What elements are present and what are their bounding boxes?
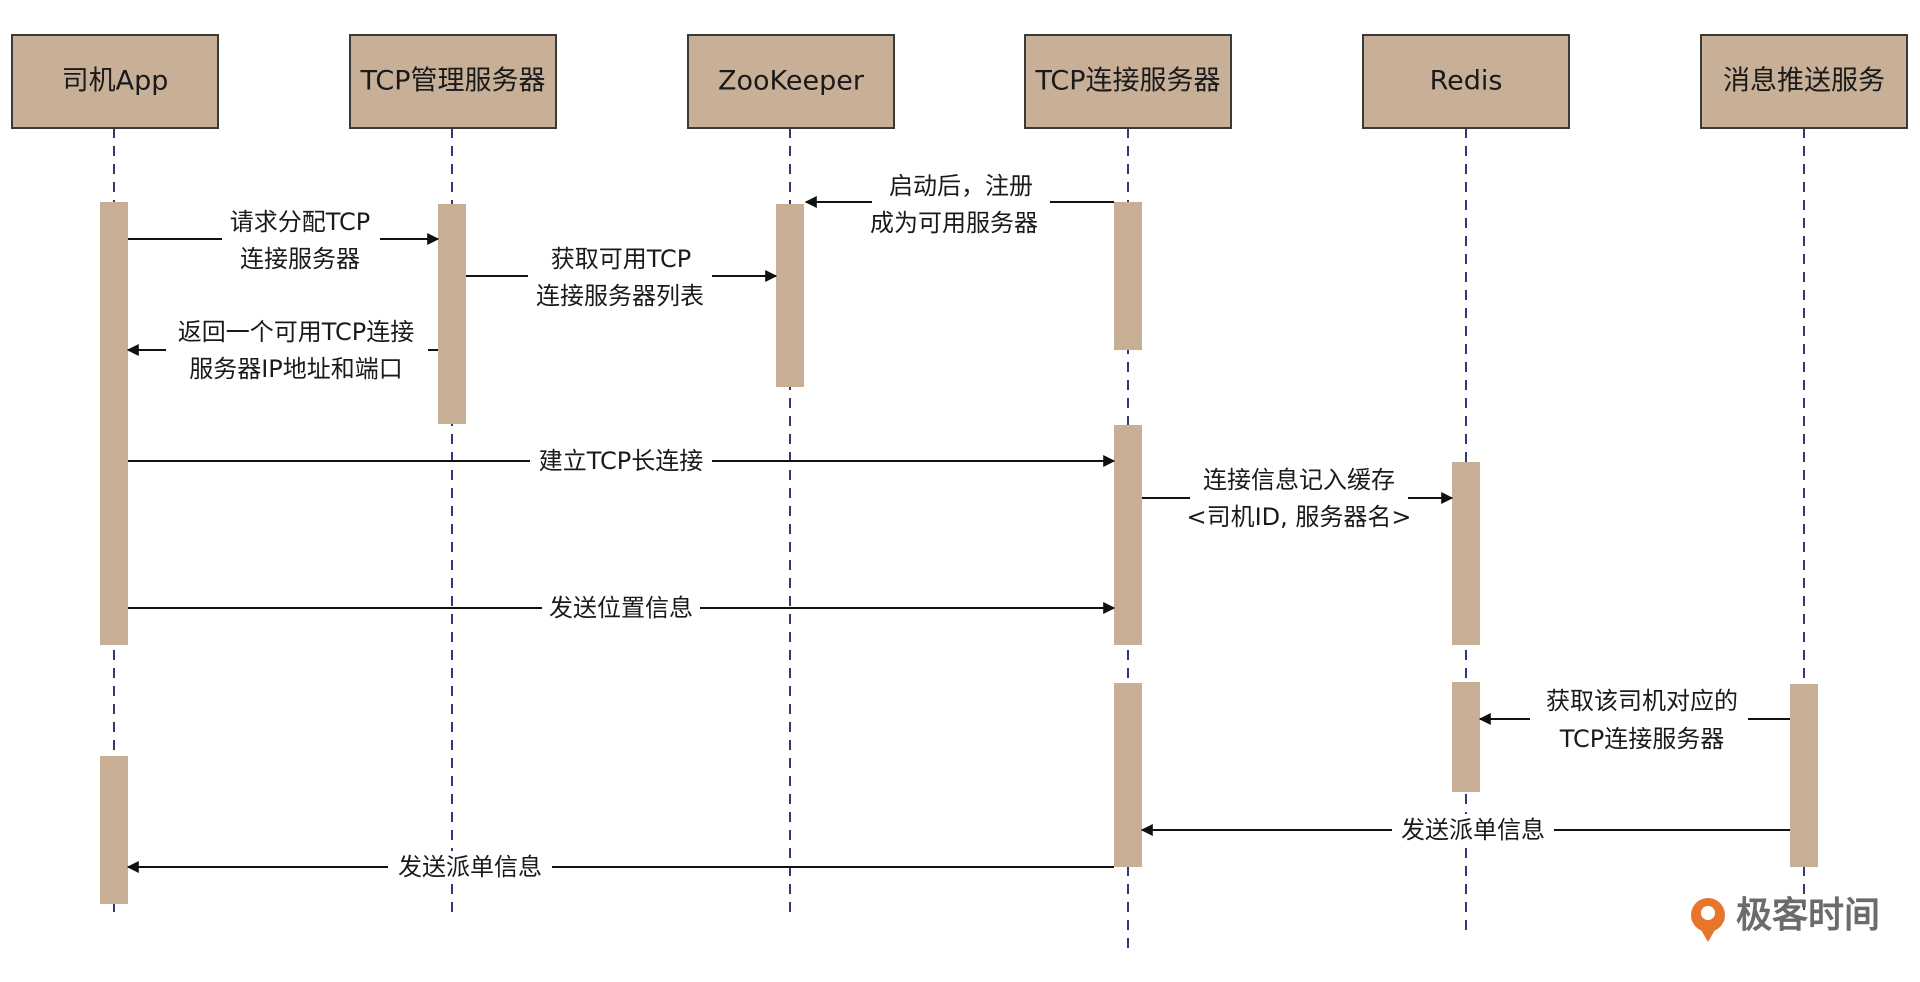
participant-tcp-manager: TCP管理服务器 <box>349 34 557 129</box>
message-lookup-server: 获取该司机对应的 TCP连接服务器 <box>1478 685 1790 757</box>
activation-driver-app-1 <box>100 202 128 645</box>
activation-tcp-conn-2 <box>1114 425 1142 645</box>
message-label: 发送派单信息 <box>1401 816 1545 844</box>
message-establish-connection: 建立TCP长连接 <box>128 446 1116 478</box>
watermark: 极客时间 <box>1691 895 1880 942</box>
message-get-server-list: 获取可用TCP 连接服务器列表 <box>466 243 778 315</box>
participant-redis: Redis <box>1362 34 1570 129</box>
message-push-dispatch: 发送派单信息 <box>1140 814 1790 846</box>
message-label: 请求分配TCP <box>230 208 370 236</box>
message-label: 返回一个可用TCP连接 <box>178 318 414 346</box>
message-label: 建立TCP长连接 <box>539 447 703 475</box>
activation-zookeeper <box>776 204 804 387</box>
message-label: 连接信息记入缓存 <box>1203 466 1395 494</box>
message-label: 发送派单信息 <box>398 853 542 881</box>
activation-tcp-conn-1 <box>1114 202 1142 350</box>
message-label: 成为可用服务器 <box>870 209 1038 237</box>
participant-zookeeper: ZooKeeper <box>687 34 895 129</box>
participant-push: 消息推送服务 <box>1700 34 1908 129</box>
message-label: <司机ID, 服务器名> <box>1186 503 1411 531</box>
message-label: 启动后，注册 <box>889 172 1033 200</box>
message-label: 发送位置信息 <box>549 594 693 622</box>
message-return-server: 返回一个可用TCP连接 服务器IP地址和端口 <box>126 316 438 388</box>
activation-redis-2 <box>1452 682 1480 792</box>
activation-push <box>1790 684 1818 867</box>
participant-label: TCP连接服务器 <box>1034 66 1220 97</box>
activations <box>100 202 1818 904</box>
activation-tcp-manager <box>438 204 466 424</box>
message-send-location: 发送位置信息 <box>128 592 1116 624</box>
message-label: 连接服务器列表 <box>536 282 704 310</box>
message-label: TCP连接服务器 <box>1559 725 1724 753</box>
participant-label: TCP管理服务器 <box>359 66 545 97</box>
participant-driver-app: 司机App <box>11 34 219 129</box>
participant-tcp-conn: TCP连接服务器 <box>1024 34 1232 129</box>
geektime-logo-icon <box>1691 898 1725 942</box>
message-label: 获取该司机对应的 <box>1546 687 1738 715</box>
activation-driver-app-2 <box>100 756 128 904</box>
participant-label: Redis <box>1430 66 1503 97</box>
participant-label: 消息推送服务 <box>1723 66 1885 97</box>
message-register: 启动后，注册 成为可用服务器 <box>804 168 1114 238</box>
message-label: 服务器IP地址和端口 <box>189 355 403 383</box>
watermark-text: 极客时间 <box>1736 895 1880 936</box>
message-label: 连接服务器 <box>240 245 360 273</box>
message-request-allocation: 请求分配TCP 连接服务器 <box>128 206 440 278</box>
participant-label: ZooKeeper <box>718 66 865 97</box>
activation-tcp-conn-3 <box>1114 683 1142 867</box>
message-deliver-dispatch: 发送派单信息 <box>126 851 1114 883</box>
participant-label: 司机App <box>62 66 169 97</box>
message-label: 获取可用TCP <box>551 245 691 273</box>
message-cache-connection: 连接信息记入缓存 <司机ID, 服务器名> <box>1142 465 1454 537</box>
activation-redis-1 <box>1452 462 1480 645</box>
